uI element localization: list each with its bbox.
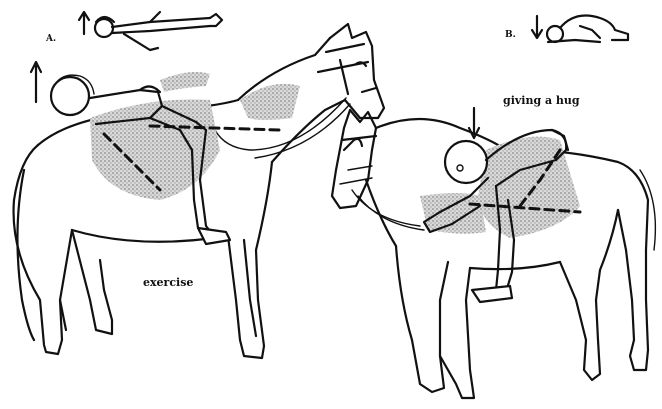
right-girth-shading xyxy=(420,193,486,234)
arrow-a-small xyxy=(79,12,89,34)
label-exercise: exercise xyxy=(143,277,193,288)
arrow-b-rider xyxy=(469,108,479,138)
label-giving-a-hug: giving a hug xyxy=(503,95,580,106)
left-mane-shading xyxy=(160,72,210,92)
arrow-b-small xyxy=(532,16,542,38)
arrow-a-rider xyxy=(31,62,41,102)
label-a: A. xyxy=(46,35,56,44)
label-b: B. xyxy=(505,31,516,40)
small-figure-b xyxy=(547,16,628,42)
small-figure-a xyxy=(95,12,222,50)
